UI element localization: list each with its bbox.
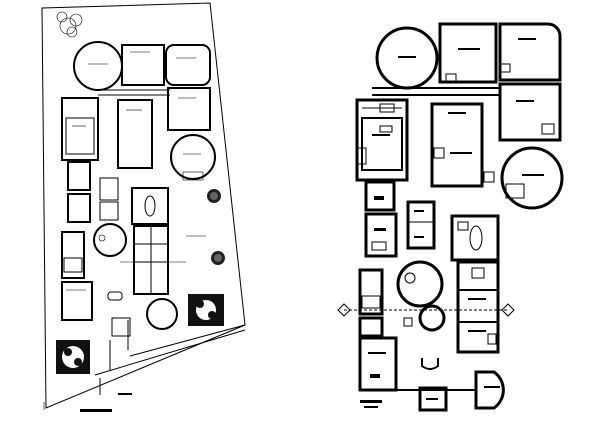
room-center-1: [430, 102, 484, 188]
round-room-small: [418, 304, 446, 332]
room-top-1: [121, 44, 165, 86]
tree-cluster-icon: [56, 11, 83, 38]
entrance-room: [418, 386, 448, 412]
round-room-bottom: [474, 370, 505, 410]
room-left-2: [67, 161, 91, 191]
round-room-bottom: [146, 298, 178, 330]
room-left-2: [364, 180, 396, 212]
section-marker-icon: [337, 303, 515, 317]
floor-plan: [337, 22, 564, 412]
room-left-4: [61, 231, 85, 279]
entrance-bench: [421, 358, 439, 370]
room-left-1: [61, 97, 99, 161]
room-top-2: [165, 44, 211, 86]
room-left-3: [364, 212, 398, 258]
room-left-1: [355, 98, 409, 182]
round-room-top: [73, 41, 123, 91]
courtyard-circle: [93, 223, 127, 257]
room-mid-right: [167, 87, 211, 131]
room-left-5: [61, 281, 93, 321]
drawing-label: [360, 400, 382, 403]
room-center-2: [131, 187, 169, 225]
tree-icon: [211, 251, 225, 265]
room-left-3: [67, 193, 91, 223]
room-center-1: [117, 99, 153, 169]
room-center-2: [450, 214, 500, 262]
scale-bar: [80, 409, 112, 412]
round-room-right: [500, 146, 564, 210]
room-top-2: [498, 22, 562, 82]
room-left-5: [358, 336, 398, 392]
room-left-4: [358, 268, 384, 316]
courtyard-circle: [396, 260, 444, 308]
site-plan: [41, 2, 246, 412]
round-room-right: [170, 134, 216, 180]
room-mid-right: [498, 82, 562, 142]
tree-icon: [207, 189, 221, 203]
room-top-1: [438, 22, 498, 84]
